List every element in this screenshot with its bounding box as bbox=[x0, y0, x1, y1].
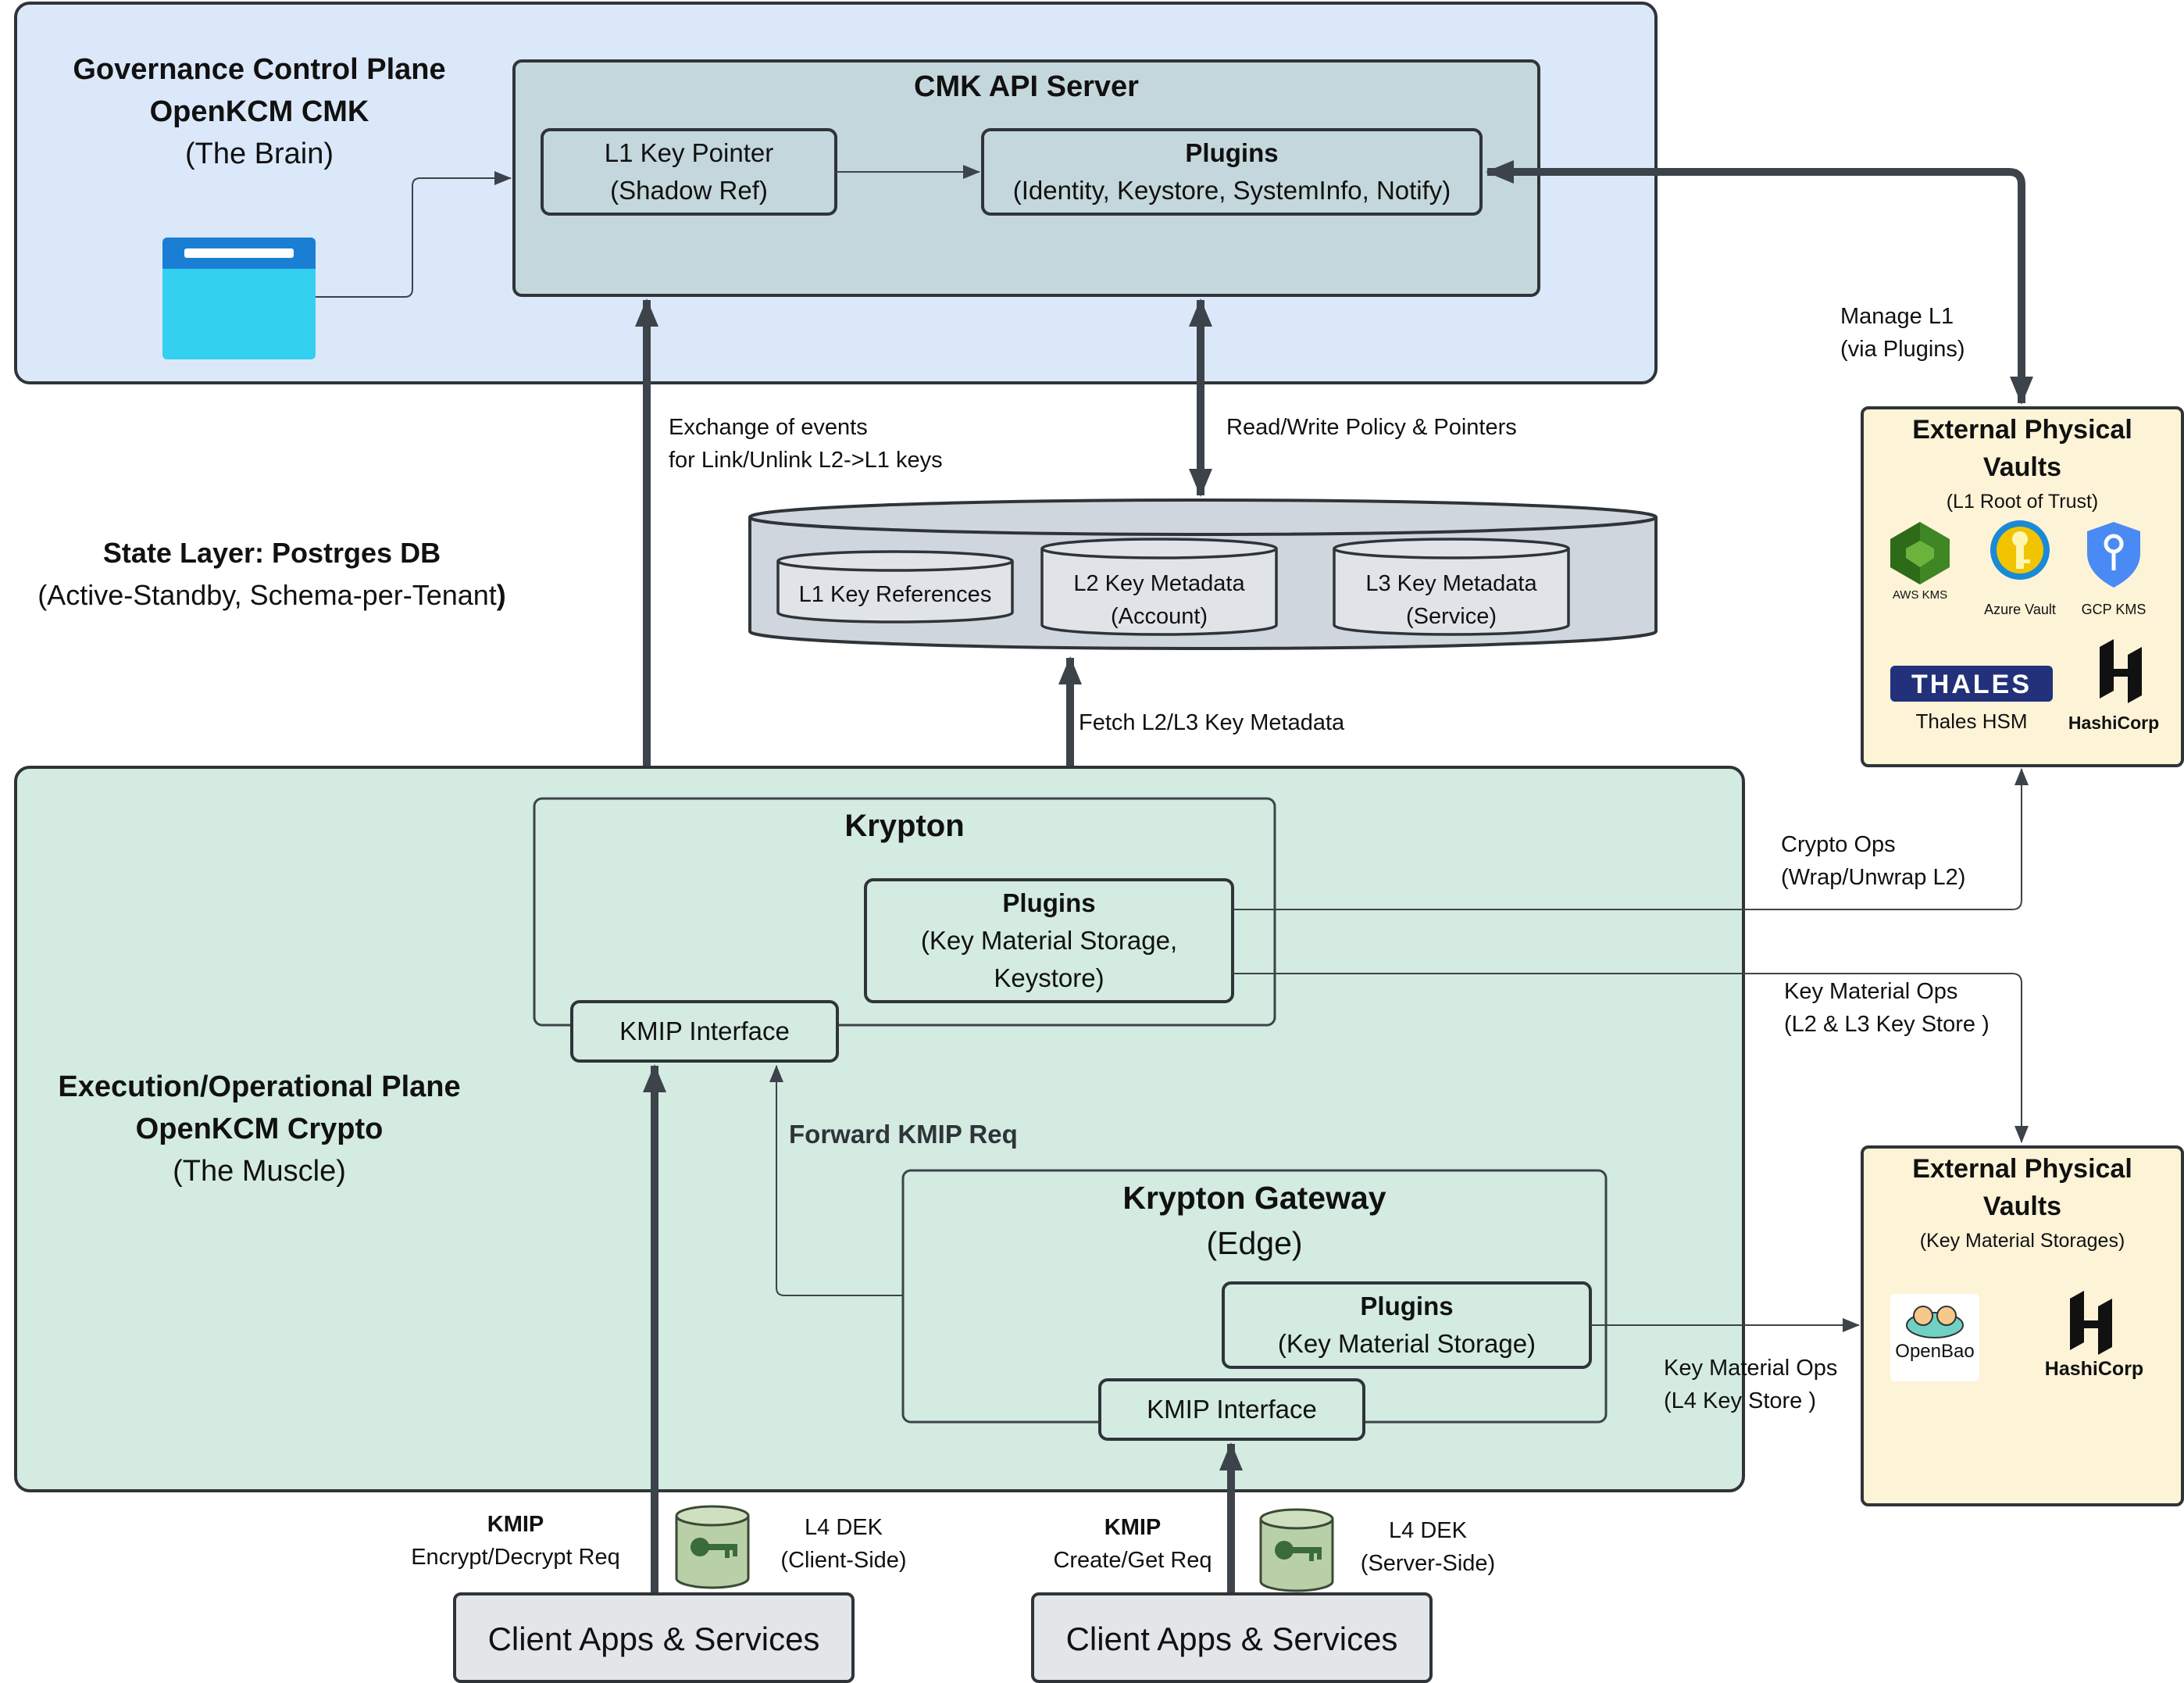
krypton-plugins-line1: (Key Material Storage, bbox=[920, 926, 1178, 955]
governance-title-2: OpenKCM CMK bbox=[149, 95, 369, 128]
state-layer-subtitle-text: (Active-Standby, Schema-per-Tenant bbox=[37, 579, 497, 611]
execution-title-2: OpenKCM Crypto bbox=[135, 1113, 384, 1145]
exchange-label-2: for Link/Unlink L2->L1 keys bbox=[669, 448, 943, 473]
hashicorp-icon-top bbox=[2100, 639, 2142, 703]
key-material-ops-l4-label-2: (L4 Key Store ) bbox=[1664, 1388, 1817, 1413]
db-table-l1-label: L1 Key References bbox=[798, 582, 992, 607]
krypton-plugins-box bbox=[864, 878, 1234, 1003]
execution-subtitle: (The Muscle) bbox=[173, 1155, 346, 1188]
crypto-ops-label-1: Crypto Ops bbox=[1781, 832, 1896, 857]
cmk-api-title: CMK API Server bbox=[914, 70, 1139, 103]
db-table-l3 bbox=[1333, 538, 1570, 636]
hashicorp-bottom-label: HashiCorp bbox=[2044, 1358, 2144, 1380]
client2-dek-line2: (Server-Side) bbox=[1360, 1551, 1496, 1576]
forward-kmip-connector bbox=[769, 1065, 903, 1296]
thales-logo bbox=[1890, 666, 2053, 702]
browser-to-cmk-connector bbox=[316, 171, 512, 298]
exchange-label-1: Exchange of events bbox=[669, 415, 868, 440]
l1-pointer-line2: (Shadow Ref) bbox=[610, 176, 768, 205]
azure-vault-label: Azure Vault bbox=[1984, 602, 2056, 617]
client1-kmip-req: Encrypt/Decrypt Req bbox=[411, 1545, 620, 1570]
db-table-l1 bbox=[776, 550, 1014, 624]
aws-kms-icon bbox=[1890, 522, 1950, 584]
vault-bottom-subtitle: (Key Material Storages) bbox=[1919, 1230, 2125, 1252]
forward-kmip-label: Forward KMIP Req bbox=[789, 1120, 1018, 1149]
gateway-title: Krypton Gateway bbox=[1122, 1180, 1386, 1216]
client1-dek-line2: (Client-Side) bbox=[780, 1548, 907, 1573]
vault-bottom-title-1: External Physical bbox=[1912, 1154, 2132, 1184]
krypton-kmip-label: KMIP Interface bbox=[619, 1017, 790, 1045]
hashicorp-top-label: HashiCorp bbox=[2068, 713, 2160, 733]
external-vault-bottom bbox=[1861, 1145, 2184, 1506]
client1-label: Client Apps & Services bbox=[487, 1620, 820, 1657]
db-table-l2-label-2: (Account) bbox=[1110, 604, 1208, 629]
manage-l1-connector bbox=[1486, 160, 2033, 405]
gcp-kms-label: GCP KMS bbox=[2081, 602, 2147, 617]
rw-policy-label: Read/Write Policy & Pointers bbox=[1226, 415, 1517, 440]
state-layer-subtitle: (Active-Standby, Schema-per-Tenant) bbox=[0, 577, 544, 615]
gateway-subtitle: (Edge) bbox=[1206, 1225, 1303, 1261]
db-table-l2-label-1: L2 Key Metadata bbox=[1073, 571, 1245, 596]
client-box-1 bbox=[453, 1592, 855, 1683]
governance-subtitle: (The Brain) bbox=[184, 138, 334, 170]
client2-kmip-req: Create/Get Req bbox=[1053, 1548, 1212, 1573]
key-material-ops-label-1: Key Material Ops bbox=[1784, 979, 1958, 1004]
client-box-2 bbox=[1031, 1592, 1433, 1683]
openbao-icon bbox=[1890, 1294, 1979, 1381]
thales-label: Thales HSM bbox=[1915, 709, 2028, 733]
vault-top-title-1: External Physical bbox=[1912, 415, 2132, 445]
aws-kms-label: AWS KMS bbox=[1892, 588, 1948, 602]
dek-client-icon bbox=[661, 1494, 762, 1589]
l1-pointer-line1: L1 Key Pointer bbox=[604, 138, 774, 167]
client1-dek-line1: L4 DEK bbox=[805, 1515, 883, 1540]
gateway-plugins-list: (Key Material Storage) bbox=[1277, 1329, 1536, 1358]
thales-logo-text: THALES bbox=[1911, 670, 2032, 699]
hashicorp-icon-bottom bbox=[2070, 1291, 2112, 1355]
manage-l1-label-2: (via Plugins) bbox=[1840, 337, 1965, 362]
gateway-kmip-box bbox=[1098, 1378, 1365, 1441]
gcp-kms-icon bbox=[2087, 522, 2140, 588]
cmk-plugins-box bbox=[981, 128, 1483, 216]
crypto-ops-label-2: (Wrap/Unwrap L2) bbox=[1781, 865, 1966, 890]
krypton-plugins-title: Plugins bbox=[1002, 888, 1096, 917]
execution-title-1: Execution/Operational Plane bbox=[58, 1070, 461, 1103]
dek-server-icon bbox=[1245, 1497, 1347, 1592]
cmk-plugins-list: (Identity, Keystore, SystemInfo, Notify) bbox=[1012, 176, 1451, 205]
vault-top-subtitle: (L1 Root of Trust) bbox=[1946, 491, 2099, 513]
db-table-l3-label-1: L3 Key Metadata bbox=[1365, 571, 1537, 596]
client2-dek-line1: L4 DEK bbox=[1389, 1518, 1467, 1543]
state-layer-title: State Layer: Postrges DB bbox=[102, 537, 441, 569]
db-table-l2 bbox=[1040, 538, 1278, 636]
krypton-plugins-line2: Keystore) bbox=[994, 963, 1104, 992]
client2-kmip-title: KMIP bbox=[1104, 1515, 1162, 1540]
openbao-label: OpenBao bbox=[1895, 1341, 1975, 1362]
cmk-plugins-title: Plugins bbox=[1185, 138, 1279, 167]
governance-title-1: Governance Control Plane bbox=[73, 53, 446, 86]
krypton-title: Krypton bbox=[844, 809, 965, 843]
key-material-ops-label-2: (L2 & L3 Key Store ) bbox=[1784, 1012, 1990, 1037]
vault-bottom-title-2: Vaults bbox=[1982, 1192, 2062, 1221]
crypto-ops-connector bbox=[1233, 768, 2029, 910]
azure-vault-icon bbox=[1990, 520, 2050, 580]
gateway-kmip-label: KMIP Interface bbox=[1147, 1395, 1317, 1424]
db-table-l3-label-2: (Service) bbox=[1405, 604, 1497, 629]
state-layer-subtitle-close: ) bbox=[496, 579, 506, 611]
gateway-plugins-title: Plugins bbox=[1360, 1292, 1454, 1320]
client2-label: Client Apps & Services bbox=[1065, 1620, 1398, 1657]
fetch-label: Fetch L2/L3 Key Metadata bbox=[1079, 710, 1345, 735]
key-material-ops-l4-label-1: Key Material Ops bbox=[1664, 1356, 1838, 1381]
vault-top-title-2: Vaults bbox=[1982, 452, 2062, 482]
browser-window-icon bbox=[162, 238, 316, 359]
client1-kmip-title: KMIP bbox=[487, 1512, 544, 1537]
manage-l1-label-1: Manage L1 bbox=[1840, 304, 1954, 329]
krypton-kmip-box bbox=[570, 1000, 839, 1063]
key-material-ops-connector bbox=[1233, 973, 2029, 1143]
